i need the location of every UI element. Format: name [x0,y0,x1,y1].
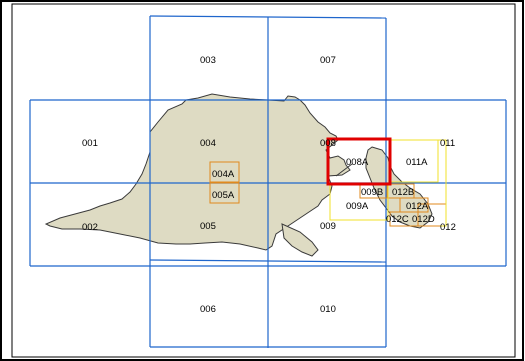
map-inner-frame [11,3,516,358]
major-grid [29,15,507,348]
tile-label-011: 011 [440,138,455,149]
tile-label-004: 004 [200,138,216,149]
tile-label-005A: 005A [212,190,235,201]
tile-label-009B: 009B [361,187,383,198]
grid-line [438,139,447,227]
tile-label-008: 008 [320,138,336,149]
tile-label-012: 012 [440,222,456,233]
tile-label-012D: 012D [412,214,435,225]
tile-label-007: 007 [320,55,336,66]
tile-label-003: 003 [200,55,216,66]
land-bit [281,223,319,257]
peninsula [365,146,433,229]
river-line [335,163,353,177]
tile-label-009A: 009A [346,201,369,212]
tile-label-012A: 012A [406,201,429,212]
tile-label-008A: 008A [346,157,369,168]
grid-line [149,259,387,263]
subtile-004A[interactable] [209,161,240,183]
land-mass [44,93,351,251]
tile-labels: 001 002 003 004 005 006 007 008 009 010 … [82,55,456,315]
subtile-005A[interactable] [209,182,240,204]
tile-label-009: 009 [320,221,336,232]
tile-label-010: 010 [320,304,336,315]
tile-label-012C: 012C [386,214,409,225]
tile-label-012B: 012B [392,187,414,198]
tile-label-001: 001 [82,138,98,149]
selected-tile-008A[interactable] [326,137,392,186]
tile-label-004A: 004A [212,169,235,180]
orange-subtiles [209,161,447,227]
tile-label-002: 002 [82,222,98,233]
tile-label-011A: 011A [406,157,428,168]
tile-label-005: 005 [200,221,216,232]
tile-label-006: 006 [200,304,216,315]
